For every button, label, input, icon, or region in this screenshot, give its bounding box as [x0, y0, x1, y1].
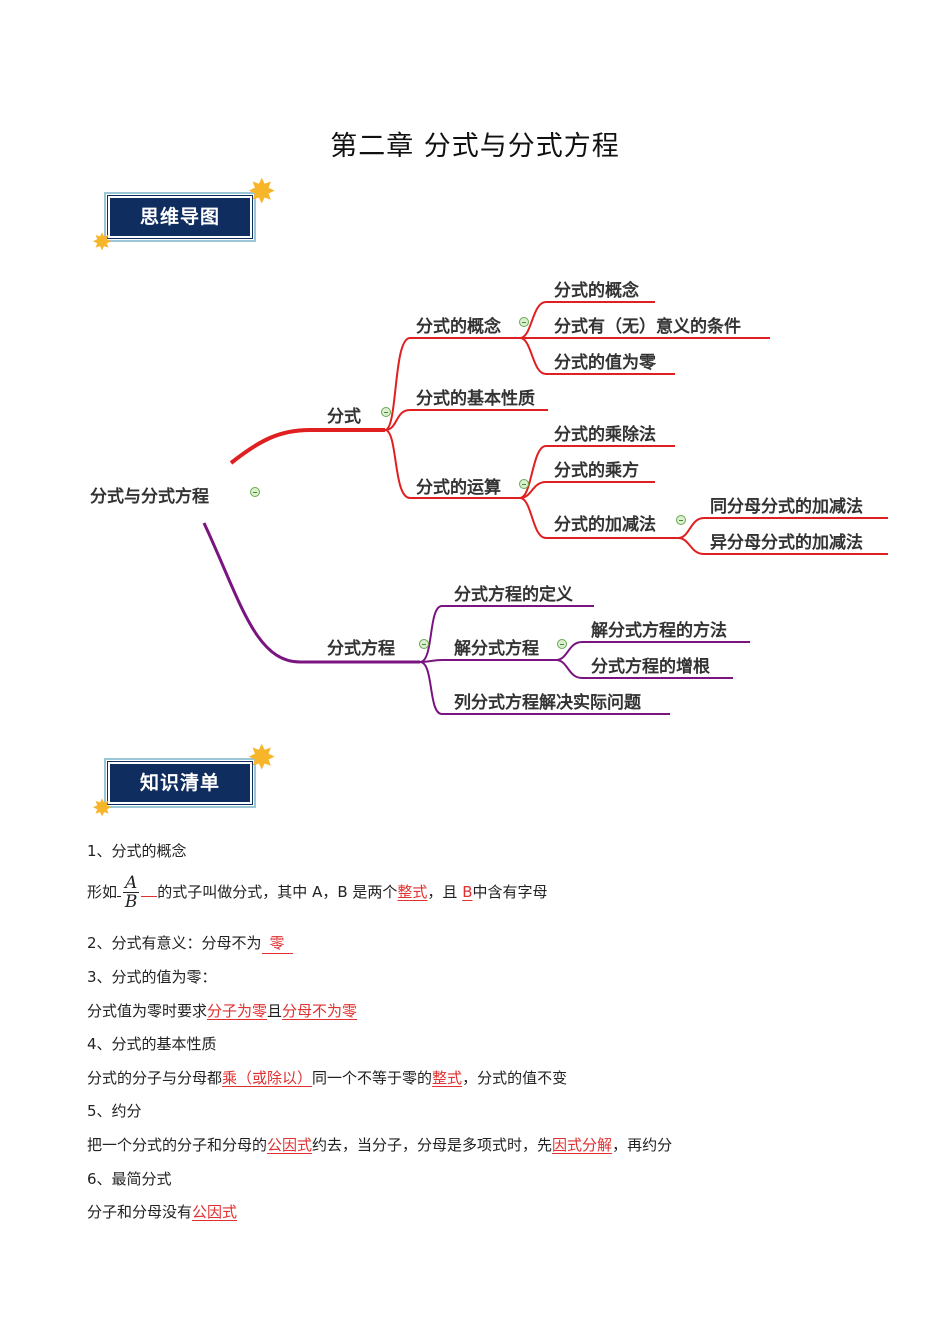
knowledge-body: 分子和分母没有公因式	[87, 1201, 237, 1222]
mindmap-node: 分式的基本性质	[416, 389, 535, 409]
badge-label: 知识清单	[107, 761, 253, 805]
answer-highlight: 乘（或除以）	[222, 1069, 313, 1087]
mindmap-node: 列分式方程解决实际问题	[454, 693, 641, 713]
section-badge-mindmap: 思维导图 ✸ ✸	[92, 172, 276, 256]
mindmap-node: 分式方程的增根	[591, 657, 710, 677]
mind-map-connectors	[202, 301, 888, 715]
text: 同一个不等于零的	[312, 1069, 433, 1087]
mindmap-node: 分式的运算	[416, 478, 501, 498]
answer-highlight: 因式分解	[552, 1136, 613, 1154]
collapse-icon[interactable]	[250, 487, 260, 497]
numerator: A	[123, 873, 140, 893]
collapse-icon[interactable]	[676, 515, 686, 525]
collapse-icon[interactable]	[519, 479, 529, 489]
badge-label: 思维导图	[107, 195, 253, 239]
blank	[117, 896, 122, 897]
mindmap-node: 分式有（无）意义的条件	[554, 317, 741, 337]
denominator: B	[124, 892, 138, 912]
answer-highlight: 整式	[397, 883, 428, 901]
text: 中含有字母	[472, 883, 548, 901]
mindmap-node: 分式的值为零	[554, 353, 656, 373]
text: 的式子叫做分式，其中 A，B 是两个	[157, 883, 398, 901]
text: 约去，当分子，分母是多项式时，先	[312, 1136, 553, 1154]
answer-highlight: 整式	[432, 1069, 463, 1087]
mindmap-node: 解分式方程	[454, 639, 539, 659]
text: 2、分式有意义：分母不为	[87, 934, 262, 952]
text: ，且	[427, 883, 458, 901]
mindmap-node: 分式的概念	[416, 317, 501, 337]
mindmap-root: 分式与分式方程	[90, 487, 209, 507]
collapse-icon[interactable]	[419, 639, 429, 649]
star-icon: ✸	[247, 738, 277, 778]
knowledge-heading: 2、分式有意义：分母不为零	[87, 932, 293, 954]
knowledge-heading: 4、分式的基本性质	[87, 1035, 217, 1053]
mindmap-node: 分式的乘除法	[554, 425, 656, 445]
star-icon: ✸	[92, 794, 113, 822]
knowledge-heading: 6、最简分式	[87, 1170, 172, 1188]
collapse-icon[interactable]	[519, 317, 529, 327]
answer-highlight: 分母不为零	[282, 1002, 358, 1020]
blank	[141, 896, 158, 897]
section-badge-knowledge: 知识清单 ✸ ✸	[92, 738, 276, 822]
knowledge-heading: 3、分式的值为零：	[87, 968, 217, 986]
text: 分式值为零时要求	[87, 1002, 208, 1020]
star-icon: ✸	[247, 172, 277, 212]
mindmap-node: 同分母分式的加减法	[710, 497, 863, 517]
mindmap-node: 分式的概念	[554, 281, 639, 301]
answer-highlight: 分子为零	[207, 1002, 268, 1020]
text: 把一个分式的分子和分母的	[87, 1136, 268, 1154]
knowledge-body: 把一个分式的分子和分母的公因式约去，当分子，分母是多项式时，先因式分解，再约分	[87, 1134, 672, 1155]
text: 分子和分母没有	[87, 1203, 193, 1221]
answer-highlight: 零	[261, 932, 293, 954]
mindmap-node: 分式方程的定义	[454, 585, 573, 605]
star-icon: ✸	[92, 228, 113, 256]
knowledge-heading: 5、约分	[87, 1102, 142, 1120]
answer-highlight: 公因式	[192, 1203, 238, 1221]
text: 且	[267, 1002, 283, 1020]
mindmap-node-equation: 分式方程	[327, 639, 395, 659]
mind-map: 分式与分式方程 分式 分式的概念 分式的概念 分式有（无）意义的条件 分式的值为…	[90, 281, 888, 715]
knowledge-body: 分式的分子与分母都乘（或除以）同一个不等于零的整式，分式的值不变	[87, 1067, 567, 1088]
text: ，分式的值不变	[462, 1069, 568, 1087]
page-title: 第二章 分式与分式方程	[330, 131, 620, 162]
knowledge-body: 分式值为零时要求分子为零且分母不为零	[87, 1000, 357, 1021]
knowledge-heading: 1、分式的概念	[87, 842, 187, 860]
answer-highlight: B	[462, 883, 473, 901]
collapse-icon[interactable]	[557, 639, 567, 649]
mindmap-node-fraction: 分式	[327, 407, 361, 427]
mindmap-node: 分式的乘方	[554, 461, 639, 481]
answer-highlight: 公因式	[267, 1136, 313, 1154]
mindmap-node: 解分式方程的方法	[591, 621, 727, 641]
collapse-icon[interactable]	[381, 407, 391, 417]
text: ，再约分	[612, 1136, 673, 1154]
mindmap-node: 分式的加减法	[554, 515, 656, 535]
text: 形如	[87, 883, 118, 901]
mindmap-node: 异分母分式的加减法	[710, 533, 863, 553]
text: 分式的分子与分母都	[87, 1069, 223, 1087]
